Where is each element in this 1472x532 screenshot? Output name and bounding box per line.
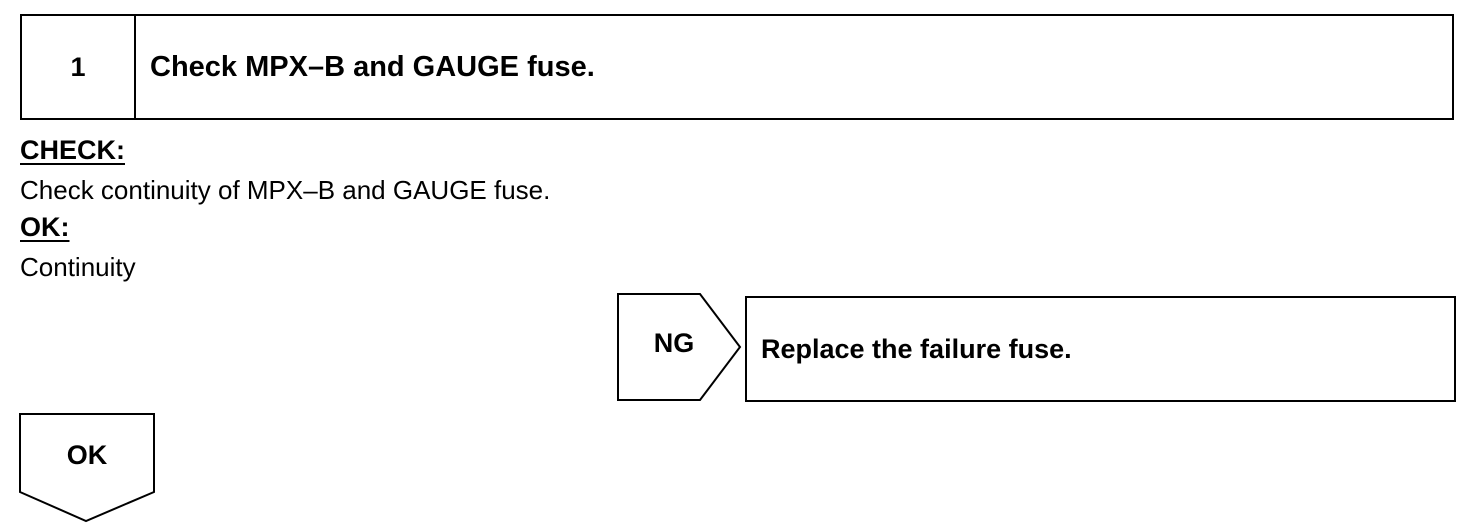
ng-action-box: Replace the failure fuse.	[745, 296, 1456, 402]
check-text: Check continuity of MPX–B and GAUGE fuse…	[20, 175, 551, 205]
ok-text: Continuity	[20, 252, 136, 282]
step-number: 1	[22, 16, 136, 118]
check-label: CHECK:	[20, 135, 125, 165]
step-header: 1 Check MPX–B and GAUGE fuse.	[20, 14, 1454, 120]
ng-action-text: Replace the failure fuse.	[761, 333, 1072, 364]
ng-arrow-shape	[617, 293, 742, 401]
step-title: Check MPX–B and GAUGE fuse.	[150, 50, 595, 83]
ng-branch-label: NG	[653, 328, 695, 358]
ok-arrow-shape	[19, 413, 155, 523]
ok-branch-label: OK	[66, 440, 108, 470]
ok-label: OK:	[20, 212, 70, 242]
